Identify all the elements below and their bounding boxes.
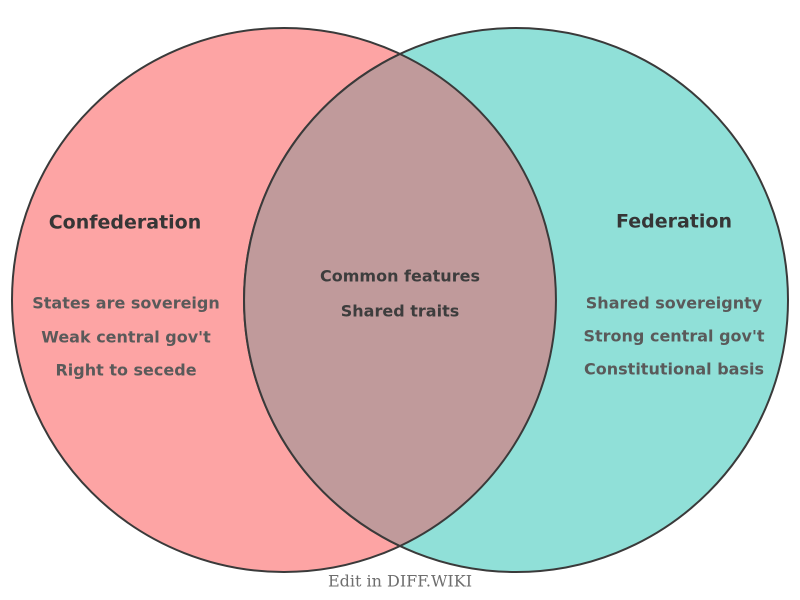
federation-title: Federation <box>616 211 732 233</box>
confederation-title: Confederation <box>49 212 202 234</box>
confederation-item-3: Right to secede <box>55 361 196 380</box>
confederation-item-2: Weak central gov't <box>41 328 211 347</box>
confederation-item-1: States are sovereign <box>32 294 220 313</box>
federation-item-2: Strong central gov't <box>583 327 764 346</box>
overlap-item-1: Common features <box>320 267 480 286</box>
edit-in-diffwiki-link[interactable]: Edit in DIFF.WIKI <box>328 572 472 591</box>
overlap-lens <box>243 52 557 548</box>
federation-item-1: Shared sovereignty <box>586 294 763 313</box>
overlap-item-2: Shared traits <box>341 302 459 321</box>
federation-item-3: Constitutional basis <box>584 360 764 379</box>
